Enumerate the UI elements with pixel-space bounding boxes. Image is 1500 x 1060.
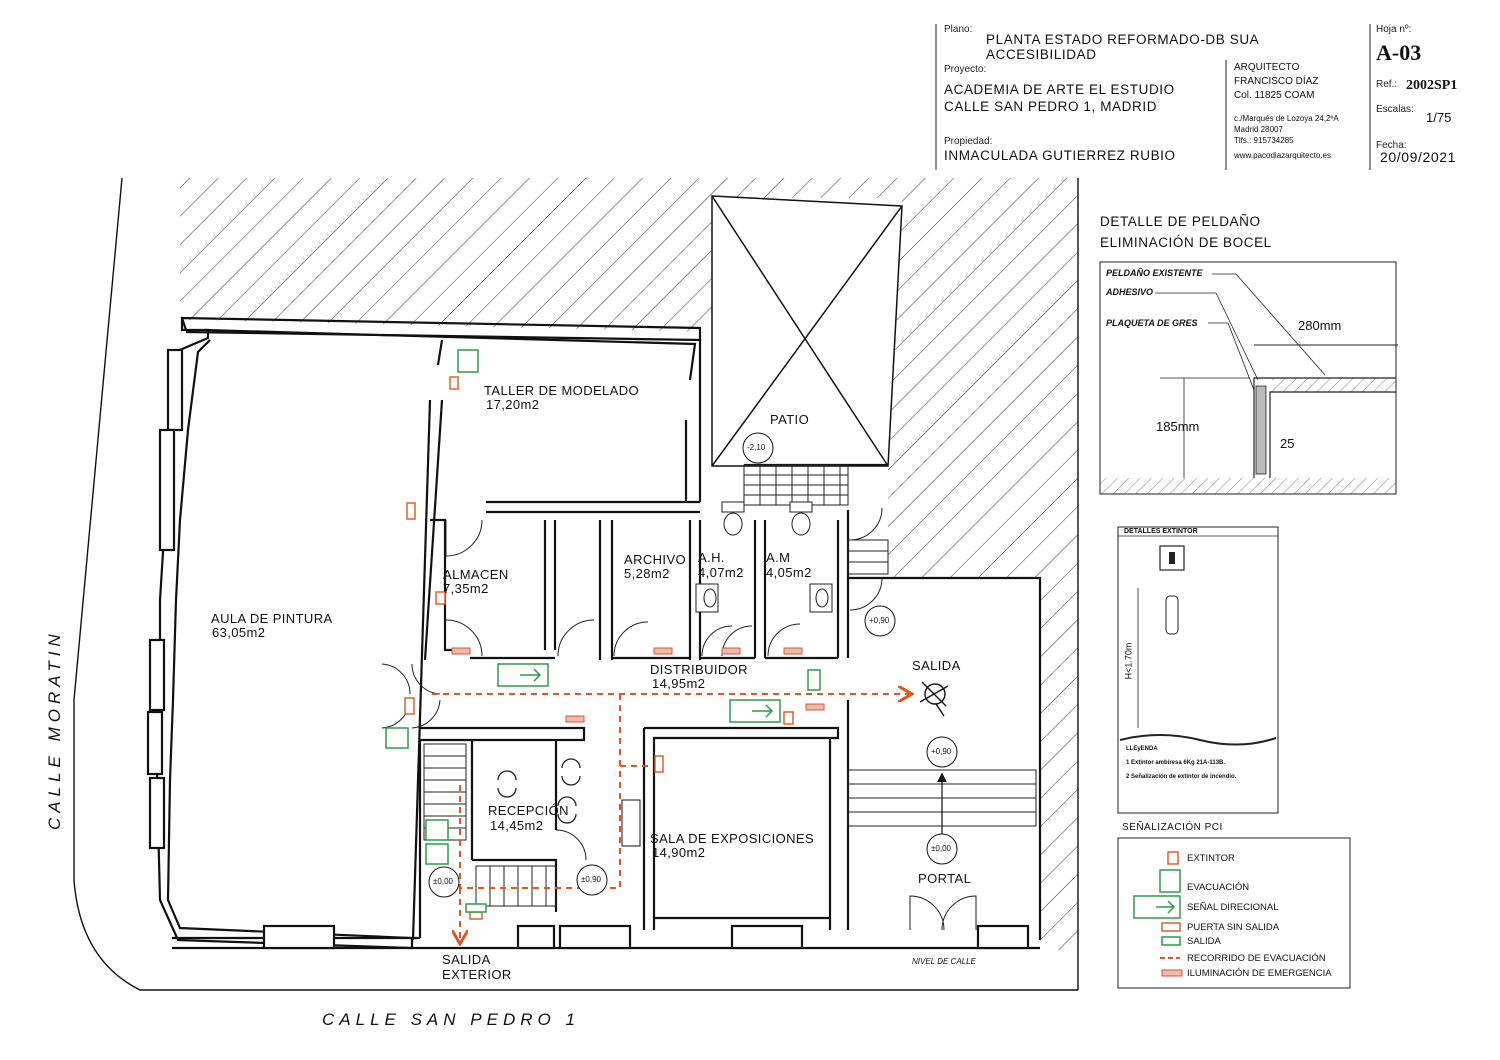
legend-iluminacion: ILUMINACIÓN DE EMERGENCIA xyxy=(1187,968,1332,979)
direccion-line-3: Tlfs.: 915734285 xyxy=(1234,136,1294,145)
patio xyxy=(711,195,903,467)
room-am-name: A.M xyxy=(766,550,791,565)
room-portal: PORTAL xyxy=(918,871,972,886)
legend-senal: SEÑAL DIRECIONAL xyxy=(1187,902,1279,913)
revolving-icons xyxy=(497,758,581,824)
room-sala-name: SALA DE EXPOSICIONES xyxy=(650,831,815,846)
plano-line-2: ACCESIBILIDAD xyxy=(986,47,1097,62)
street-edges xyxy=(73,177,1079,991)
detail-ext-leyenda: LLEyENDA xyxy=(1126,746,1158,752)
evacuation-signs xyxy=(385,349,821,913)
detail-adhesivo: ADHESIVO xyxy=(1106,287,1154,297)
propiedad-value: INMACULADA GUTIERREZ RUBIO xyxy=(944,148,1176,163)
detail-ext-title: DETALLES EXTINTOR xyxy=(1124,528,1198,535)
label-salida-exterior-1: SALIDA xyxy=(442,952,491,967)
room-recepcion-area: 14,45m2 xyxy=(490,818,544,833)
escalas-label: Escalas: xyxy=(1376,104,1414,115)
room-recepcion-name: RECEPCIÓN xyxy=(488,803,569,818)
detail-ext-height: H<1.70m xyxy=(1123,642,1134,680)
label-salida: SALIDA xyxy=(912,658,961,673)
label-salida-exterior-2: EXTERIOR xyxy=(442,967,512,982)
propiedad-label: Propiedad: xyxy=(944,136,993,147)
room-taller-name: TALLER DE MODELADO xyxy=(484,383,640,398)
pci-panel xyxy=(621,799,641,847)
detail-ext-item-2: 2 Señalización de extintor de incendio. xyxy=(1126,774,1237,780)
detail-ext-item-1: 1 Extintor ambiresa 6Kg 21A-113B. xyxy=(1126,760,1226,766)
proyecto-line-2: CALLE SAN PEDRO 1, MADRID xyxy=(944,99,1158,114)
direccion-line-1: c./Marqués de Lozoya 24,2ºA xyxy=(1234,114,1339,123)
room-aula-area: 63,05m2 xyxy=(212,625,266,640)
plano-label: Plano: xyxy=(944,24,973,35)
detail-plaqueta: PLAQUETA DE GRES xyxy=(1106,318,1198,328)
legend-drawing xyxy=(1117,837,1351,989)
emergency-lights xyxy=(451,647,825,723)
detail-dim-25: 25 xyxy=(1280,436,1295,451)
ref-label: Ref.: xyxy=(1376,79,1398,90)
detail-extintor-drawing xyxy=(1117,526,1279,814)
room-archivo-area: 5,28m2 xyxy=(624,566,670,581)
proyecto-line-1: ACADEMIA DE ARTE EL ESTUDIO xyxy=(944,82,1175,97)
level-recepcion-right: ±0,90 xyxy=(581,875,601,884)
room-ah-name: A.H. xyxy=(698,550,725,565)
ref-value: 2002SP1 xyxy=(1406,78,1458,93)
arquitecto-line-2: FRANCISCO DÍAZ xyxy=(1234,76,1319,87)
legend-evacuacion: EVACUACIÓN xyxy=(1187,882,1250,893)
arquitecto-line-3: Col. 11825 COAM xyxy=(1234,90,1315,101)
legend-title: SEÑALIZACIÓN PCI xyxy=(1122,822,1223,833)
level-portal-top: +0,90 xyxy=(931,747,952,756)
salida-person-icon xyxy=(919,681,949,717)
escala-value: 1/75 xyxy=(1426,110,1452,125)
sanitary-fixtures xyxy=(695,501,833,613)
detail-step-title-2: ELIMINACIÓN DE BOCEL xyxy=(1100,235,1272,250)
level-patio: -2,10 xyxy=(747,443,766,452)
legend-salida: SALIDA xyxy=(1187,936,1221,947)
legend-puerta: PUERTA SIN SALIDA xyxy=(1187,922,1280,933)
fecha-value: 20/09/2021 xyxy=(1380,149,1457,165)
room-sala-area: 14,90m2 xyxy=(652,845,706,860)
room-patio: PATIO xyxy=(770,412,810,427)
detail-dim-280: 280mm xyxy=(1298,318,1342,333)
building-fill xyxy=(172,198,1040,950)
room-archivo-name: ARCHIVO xyxy=(624,552,687,567)
detail-peldano: PELDAÑO EXISTENTE xyxy=(1106,268,1203,278)
room-ah-area: 4,07m2 xyxy=(698,565,744,580)
room-am-area: 4,05m2 xyxy=(766,565,812,580)
room-distribuidor-area: 14,95m2 xyxy=(652,676,706,691)
title-block-frame xyxy=(935,24,1371,170)
arquitecto-line-1: ARQUITECTO xyxy=(1234,62,1300,73)
detail-step-drawing xyxy=(1099,261,1398,495)
level-portal: ±0,00 xyxy=(931,844,951,853)
room-aula-name: AULA DE PINTURA xyxy=(211,611,333,626)
street-moratin: CALLE MORATIN xyxy=(45,629,64,830)
plano-line-1: PLANTA ESTADO REFORMADO-DB SUA xyxy=(986,32,1260,47)
neighbor-hatching xyxy=(180,178,1078,950)
room-almacen-area: 7,35m2 xyxy=(443,581,489,596)
evacuation-routes xyxy=(432,694,910,942)
detail-step-title-1: DETALLE DE PELDAÑO xyxy=(1100,214,1261,229)
hoja-label: Hoja nº: xyxy=(1376,24,1412,35)
detail-dim-185: 185mm xyxy=(1156,419,1200,434)
fecha-label: Fecha: xyxy=(1376,140,1407,151)
level-distribuidor: +0,90 xyxy=(869,616,890,625)
web-link: www.pacodiazarquitecto.es xyxy=(1234,151,1331,160)
room-taller-area: 17,20m2 xyxy=(486,397,540,412)
room-distribuidor-name: DISTRIBUIDOR xyxy=(650,662,748,677)
level-recepcion-left: ±0,00 xyxy=(433,877,453,886)
door-swings xyxy=(381,507,977,931)
street-san-pedro: CALLE SAN PEDRO 1 xyxy=(322,1010,580,1029)
proyecto-label: Proyecto: xyxy=(944,64,987,75)
label-nivel-calle: NIVEL DE CALLE xyxy=(912,957,976,966)
room-almacen-name: ALMACEN xyxy=(443,567,509,582)
level-markers xyxy=(428,432,958,898)
legend-recorrido: RECORRIDO DE EVACUACIÓN xyxy=(1187,953,1326,964)
hoja-value: A-03 xyxy=(1376,40,1422,65)
direccion-line-2: Madrid 28007 xyxy=(1234,125,1283,134)
legend-extintor: EXTINTOR xyxy=(1187,853,1235,864)
